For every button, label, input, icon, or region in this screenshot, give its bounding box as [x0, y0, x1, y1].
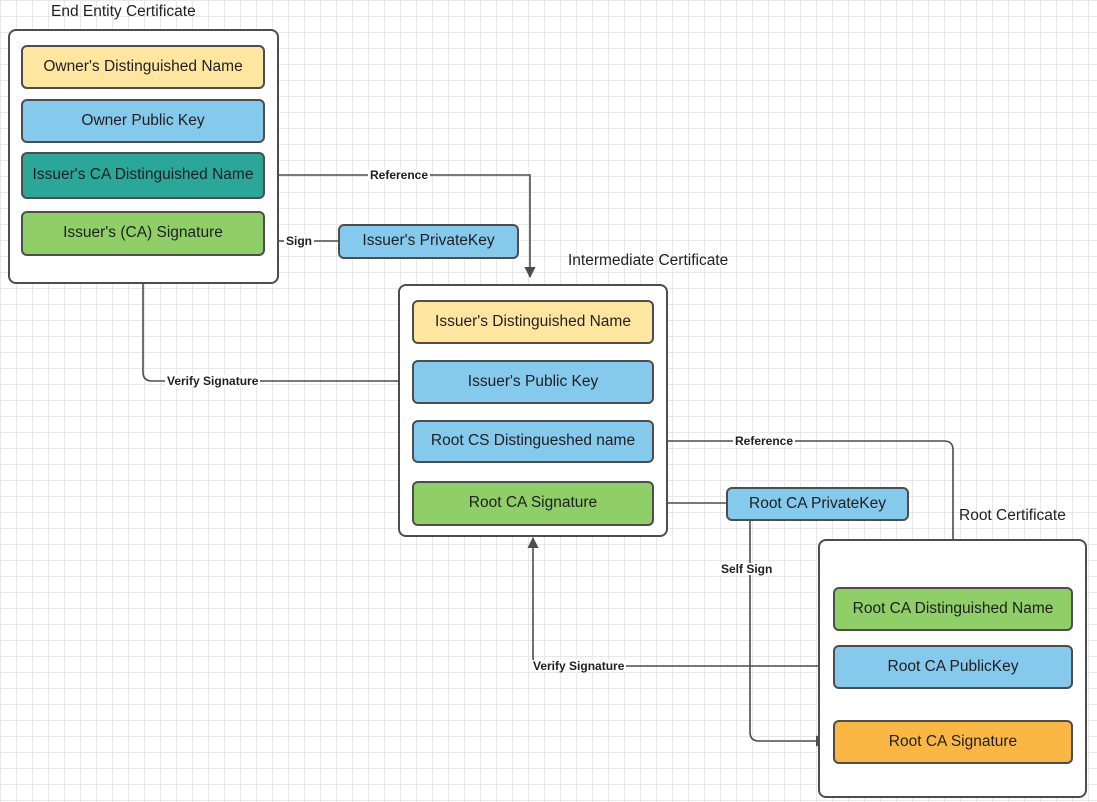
node-issuers-privatekey[interactable]: Issuer's PrivateKey [338, 224, 519, 259]
node-root-ca-distinguished-name[interactable]: Root CA Distinguished Name [833, 587, 1073, 631]
edge-label-verify-signature-top: Verify Signature [165, 374, 261, 388]
node-root-ca-signature-intermediate[interactable]: Root CA Signature [412, 481, 654, 526]
edge-label-self-sign: Self Sign [719, 562, 775, 576]
node-issuers-ca-distinguished-name[interactable]: Issuer's CA Distinguished Name [21, 152, 265, 199]
edge-label-reference-mid: Reference [733, 434, 796, 448]
node-root-ca-publickey[interactable]: Root CA PublicKey [833, 645, 1073, 689]
node-root-ca-privatekey[interactable]: Root CA PrivateKey [726, 487, 909, 521]
group-title-intermediate: Intermediate Certificate [568, 252, 729, 269]
group-title-end-entity: End Entity Certificate [51, 3, 196, 20]
node-root-cs-distingueshed-name[interactable]: Root CS Distingueshed name [412, 420, 654, 463]
node-issuers-public-key[interactable]: Issuer's Public Key [412, 360, 654, 404]
node-issuers-distinguished-name[interactable]: Issuer's Distinguished Name [412, 300, 654, 344]
group-title-root: Root Certificate [959, 507, 1066, 524]
node-owner-distinguished-name[interactable]: Owner's Distinguished Name [21, 45, 265, 89]
edge-verify-signature-bottom [527, 536, 832, 667]
edge-self-sign [749, 521, 828, 747]
node-root-ca-signature[interactable]: Root CA Signature [833, 720, 1073, 764]
edge-label-sign: Sign [284, 234, 314, 248]
node-owner-public-key[interactable]: Owner Public Key [21, 99, 265, 143]
node-issuers-ca-signature[interactable]: Issuer's (CA) Signature [21, 211, 265, 256]
edge-label-verify-signature-bottom: Verify Signature [531, 659, 627, 673]
edge-label-reference-top: Reference [368, 168, 431, 182]
